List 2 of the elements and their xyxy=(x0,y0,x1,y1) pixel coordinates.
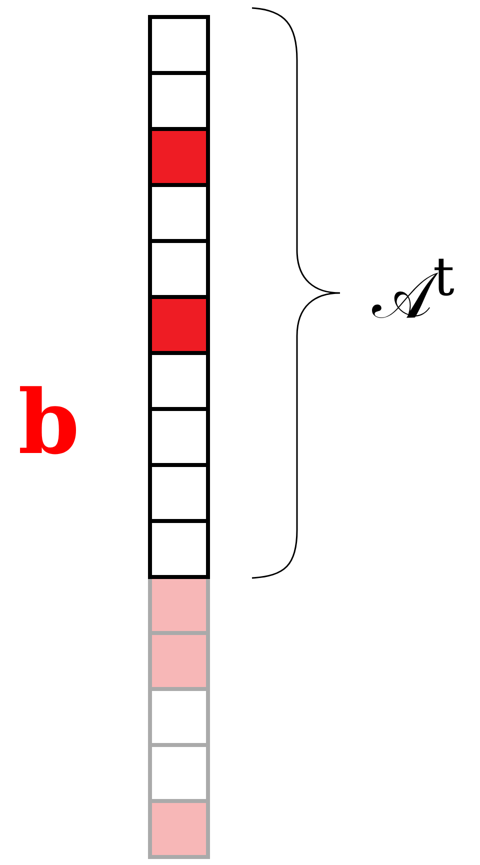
set-label: 𝒜$^{t}$ xyxy=(372,250,454,328)
vector-label: b xyxy=(18,378,80,466)
